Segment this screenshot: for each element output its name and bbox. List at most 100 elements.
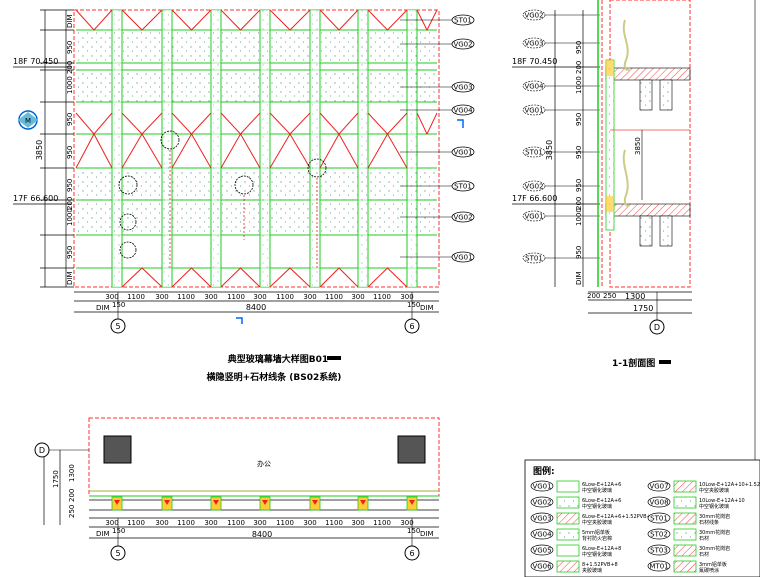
- legend-desc: 10Low-E+12A+10+1.52PVB+10: [699, 482, 760, 488]
- legend-swatch: [556, 496, 580, 509]
- legend-tag: VG06: [532, 563, 552, 571]
- section-dim: 950: [575, 179, 583, 192]
- svg-text:M: M: [25, 117, 31, 125]
- legend-tag-icon: [647, 528, 671, 540]
- elevation-dim: 950: [66, 113, 74, 126]
- bottom-dim: 300: [253, 293, 266, 301]
- dim-label: DIM: [420, 304, 434, 312]
- section-dim: 200: [575, 197, 583, 210]
- elevation-dim: 950: [66, 146, 74, 159]
- glass-band: [76, 200, 437, 235]
- material-tag: VG02: [453, 41, 472, 49]
- elevation-subtitle: 横隐竖明+石材线条 (BS02系统): [207, 371, 342, 383]
- legend-desc: 30mm花岗岩: [699, 545, 730, 552]
- legend-tag: ST03: [650, 547, 668, 555]
- legend-tag: VG03: [532, 515, 551, 523]
- material-tag-icon: [451, 14, 475, 26]
- dim-label: DIM: [96, 304, 110, 312]
- bottom-dim: 1100: [227, 519, 245, 527]
- material-tag: VG04: [524, 83, 544, 91]
- legend-tag: VG02: [532, 499, 551, 507]
- legend-note: 石材: [699, 535, 709, 542]
- plan-dim: 1300: [68, 464, 76, 482]
- column: [397, 435, 426, 464]
- bottom-dim: 300: [351, 519, 364, 527]
- material-tag: VG01: [524, 213, 543, 221]
- bottom-dim: 300: [400, 293, 413, 301]
- elevation-dim: DIM: [66, 15, 74, 29]
- legend-tag: ST02: [650, 531, 668, 539]
- bottom-dim: 300: [303, 293, 316, 301]
- section-dim: 1300: [625, 292, 645, 301]
- bottom-dim: 1100: [373, 293, 391, 301]
- legend-tag: VG04: [532, 531, 552, 539]
- compass-icon: M: [18, 110, 38, 130]
- legend-swatch: [556, 560, 580, 573]
- bottom-dim: 300: [155, 519, 168, 527]
- legend-tag-icon: [530, 528, 554, 540]
- legend-tag-icon: [647, 496, 671, 508]
- bottom-dim: 1100: [177, 519, 195, 527]
- svg-text:3850: 3850: [634, 137, 642, 155]
- dim-label: DIM: [96, 530, 110, 538]
- material-tag: VG01: [453, 149, 472, 157]
- plan-frame: [88, 417, 440, 497]
- bottom-dim: 300: [155, 293, 168, 301]
- room-label: 办公: [257, 459, 271, 468]
- legend-note: 石材线条: [699, 519, 719, 526]
- legend-swatch: [556, 528, 580, 541]
- axis-label: 6: [409, 549, 414, 558]
- section-dim: 950: [575, 41, 583, 54]
- elevation-dim: 200: [66, 197, 74, 210]
- bottom-dim: 1100: [325, 519, 343, 527]
- material-tag-icon: [451, 81, 475, 93]
- bottom-dim: 300: [253, 519, 266, 527]
- legend-swatch: [556, 544, 580, 557]
- legend-tag-icon: [530, 512, 554, 524]
- bottom-dim: 1100: [127, 293, 145, 301]
- tree-symbols: [118, 130, 327, 259]
- legend-tag-icon: [647, 560, 671, 572]
- bottom-dim: 300: [204, 293, 217, 301]
- material-tag: VG01: [524, 107, 543, 115]
- material-tag: ST01: [525, 255, 543, 263]
- legend-note: 中空钢化玻璃: [582, 487, 612, 494]
- legend-desc: 30mm花岗岩: [699, 513, 730, 520]
- level-17f: 17F 66.600: [512, 194, 557, 203]
- bottom-dim: 300: [105, 519, 118, 527]
- material-tag: ST01: [454, 183, 472, 191]
- elevation-frame: [73, 9, 440, 288]
- legend-swatch: [673, 512, 697, 525]
- section-dim: 200: [587, 292, 600, 300]
- legend-swatch: [673, 560, 697, 573]
- legend-desc: 6Low-E+12A+8: [582, 546, 621, 552]
- transom-lines: [76, 29, 437, 269]
- sub-dim: 150: [407, 527, 420, 535]
- plan-dim: 250: [68, 505, 76, 518]
- total-height-dim: 3850: [545, 140, 554, 160]
- level-18f: 18F 70.450: [512, 57, 557, 66]
- legend-tag: VG01: [532, 483, 551, 491]
- legend-note: 氟碳喷涂: [699, 567, 719, 574]
- material-tag-icon: [451, 251, 475, 263]
- axis-label: D: [654, 323, 660, 332]
- left-dimensions: [44, 10, 67, 287]
- bottom-dim: 1100: [227, 293, 245, 301]
- legend-tag: VG07: [649, 483, 668, 491]
- sub-dim: 150: [112, 527, 125, 535]
- material-tag: ST01: [525, 149, 543, 157]
- axis-label: 5: [115, 322, 120, 331]
- level-17f: 17F 66.600: [13, 194, 58, 203]
- legend-tag-icon: [530, 480, 554, 492]
- legend-tag-icon: [647, 544, 671, 556]
- legend-tag-icon: [530, 544, 554, 556]
- section-dim: 950: [575, 113, 583, 126]
- sub-dim: 150: [407, 301, 420, 309]
- material-tag: VG02: [524, 183, 543, 191]
- legend-note: 夹胶玻璃: [582, 567, 602, 574]
- legend-tag-icon: [647, 512, 671, 524]
- legend-desc: 8+1.52PVB+8: [582, 562, 618, 568]
- floor-slab: [605, 67, 691, 81]
